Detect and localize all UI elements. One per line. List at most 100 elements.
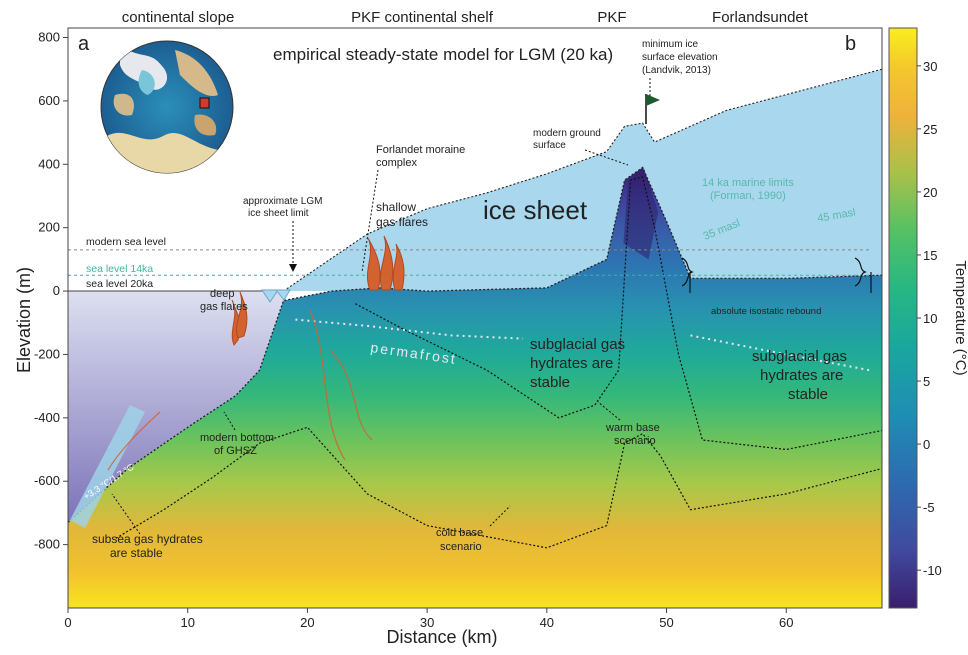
gas-bubbles: [261, 289, 291, 303]
y-tick-label: -200: [34, 346, 60, 361]
subglacial-hydrates-label-2c: stable: [788, 386, 828, 403]
shallow-gas-flare: [392, 243, 405, 291]
warm-base-label-1: warm base: [605, 422, 660, 434]
sea-level-20ka-label: sea level 20ka: [86, 278, 153, 290]
cold-base-label-1: cold base: [436, 527, 483, 539]
colorbar-ticks: 30 25 20 15 10 5 0 -5 -10: [917, 59, 942, 578]
pkf-cold-core: [623, 167, 659, 260]
x-tick-label: 10: [180, 615, 194, 630]
colorbar-tick-label: 25: [923, 122, 937, 137]
modern-sea-level-label: modern sea level: [86, 236, 166, 248]
y-axis: 800 600 400 200 0 -200 -400 -600 -800: [34, 30, 68, 552]
modern-ground-label-1: modern ground: [533, 128, 601, 139]
annotation-pointers: [111, 78, 651, 535]
modern-ground-surface-line: [68, 166, 882, 523]
y-tick-label: -400: [34, 410, 60, 425]
summit-flag-icon: [645, 94, 660, 124]
deep-flares-label-2: gas flares: [200, 301, 248, 313]
y-tick-label: 400: [38, 156, 60, 171]
region-label-pkf: PKF: [597, 9, 626, 26]
ice-sheet-area: [283, 69, 882, 292]
isostatic-rebound-label: absolute isostatic rebound: [711, 306, 821, 317]
modern-ground-label-2: surface: [533, 140, 566, 151]
marine-limits-label-2: (Forman, 1990): [710, 190, 786, 202]
shallow-flares-label-1: shallow: [376, 200, 416, 214]
colorbar-tick-label: 5: [923, 374, 930, 389]
study-area-marker: [199, 97, 210, 109]
subglacial-hydrates-label-1b: hydrates are: [530, 355, 613, 372]
hydrate-trace-lines: [309, 309, 373, 461]
subglacial-hydrates-label-1a: subglacial gas: [530, 336, 625, 353]
moraine-label-1: Forlandet moraine: [376, 144, 465, 156]
panel-label-b: b: [845, 33, 856, 55]
min-ice-label-1: minimum ice: [642, 39, 699, 50]
x-axis: 0 10 20 30 40 50 60: [64, 608, 793, 630]
y-axis-label: Elevation (m): [14, 267, 34, 373]
x-tick-label: 40: [540, 615, 554, 630]
colorbar-tick-label: 15: [923, 248, 937, 263]
y-tick-label: -600: [34, 473, 60, 488]
x-tick-label: 20: [300, 615, 314, 630]
y-tick-label: 200: [38, 220, 60, 235]
x-tick-label: 50: [659, 615, 673, 630]
colorbar-label: Temperature (°C): [952, 260, 968, 375]
region-label-pkf-shelf: PKF continental shelf: [351, 9, 494, 26]
marine-limits-label-1: 14 ka marine limits: [702, 177, 794, 189]
shallow-flares-label-2: gas flares: [376, 215, 428, 229]
shallow-gas-flare: [366, 237, 381, 291]
warm-base-label-2: scenario: [614, 435, 656, 447]
water-column: [68, 291, 284, 523]
sediment-temperature-field: [68, 167, 882, 608]
deep-gas-flare: [236, 291, 248, 339]
colorbar-tick-label: 10: [923, 311, 937, 326]
shallow-gas-flare: [380, 235, 394, 291]
x-axis-label: Distance (km): [386, 627, 497, 647]
min-ice-label-2: surface elevation: [642, 52, 718, 63]
subsea-hydrate-trace: [107, 411, 161, 471]
x-tick-label: 30: [420, 615, 434, 630]
y-tick-label: 800: [38, 30, 60, 45]
region-label-forlandsundet: Forlandsundet: [712, 9, 809, 26]
moraine-label-2: complex: [376, 157, 417, 169]
gas-flares: [231, 235, 405, 346]
y-tick-label: 0: [53, 283, 60, 298]
moraine-pointer: [361, 169, 379, 273]
colorbar-tick-label: 0: [923, 437, 930, 452]
subglacial-hydrates-label-2b: hydrates are: [760, 367, 843, 384]
colorbar-tick-label: -10: [923, 563, 942, 578]
plot-area: [68, 28, 882, 608]
deep-flares-label-1: deep: [210, 288, 234, 300]
location-globe-inset: [100, 40, 234, 174]
lgm-limit-label-2: ice sheet limit: [248, 208, 309, 219]
isostatic-rebound-brackets: [681, 257, 872, 293]
colorbar-tick-label: -5: [923, 500, 935, 515]
plot-frame: [67, 27, 883, 609]
y-tick-label: -800: [34, 537, 60, 552]
lgm-limit-label-1: approximate LGM: [243, 196, 322, 207]
subsea-hydrates-label-2: are stable: [110, 546, 163, 560]
y-tick-label: 600: [38, 93, 60, 108]
cold-base-label-2: scenario: [440, 541, 482, 553]
subsea-hydrate-band: [70, 405, 145, 528]
lgm-limit-arrowhead: [289, 264, 297, 272]
ice-sheet-label: ice sheet: [483, 195, 588, 225]
x-tick-label: 60: [779, 615, 793, 630]
cold-base-ghsz-line: [115, 426, 882, 549]
panel-label-a: a: [78, 33, 90, 55]
colorbar-tick-label: 30: [923, 59, 937, 74]
min-ice-label-3: (Landvik, 2013): [642, 65, 711, 76]
ghsz-bottom-label-1: modern bottom: [200, 432, 274, 444]
region-label-continental-slope: continental slope: [122, 9, 235, 26]
x-tick-label: 0: [64, 615, 71, 630]
subglacial-hydrates-label-1c: stable: [530, 374, 570, 391]
permafrost-line: [295, 318, 871, 372]
subsea-hydrates-label-1: subsea gas hydrates: [92, 532, 203, 546]
colorbar: [888, 27, 918, 609]
subglacial-hydrates-label-2a: subglacial gas: [752, 348, 847, 365]
colorbar-tick-label: 20: [923, 185, 937, 200]
warm-base-ghsz-line: [355, 176, 882, 451]
sea-level-14ka-label: sea level 14ka: [86, 263, 153, 275]
ghsz-bottom-label-2: of GHSZ: [214, 445, 257, 457]
plot-title: empirical steady-state model for LGM (20…: [273, 45, 613, 64]
